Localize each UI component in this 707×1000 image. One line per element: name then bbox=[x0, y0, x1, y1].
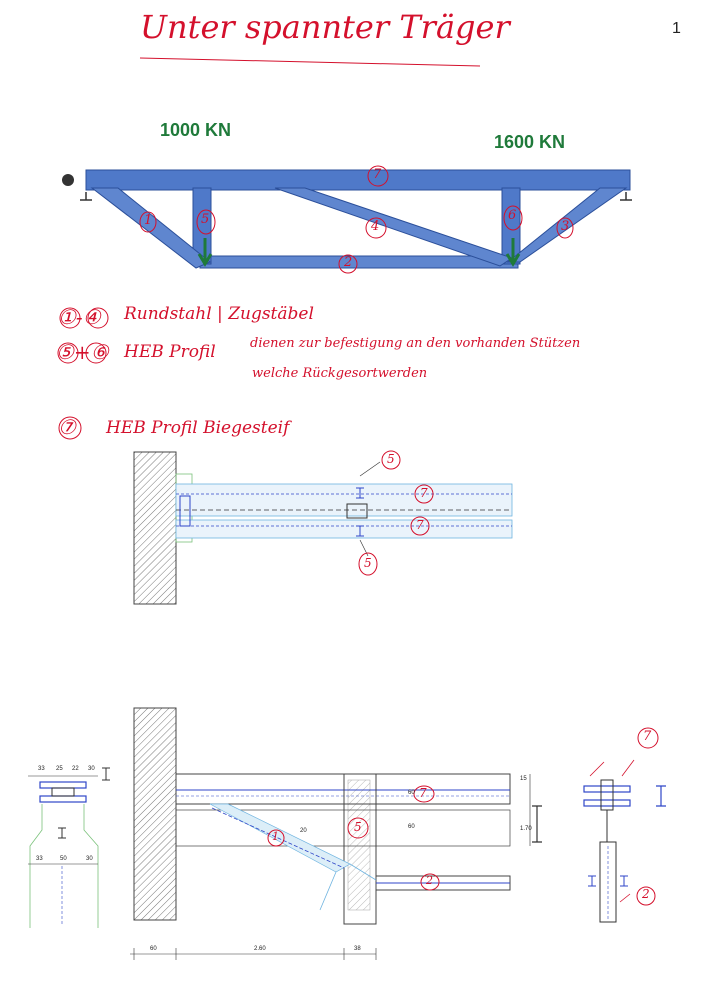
label-circle-1 bbox=[139, 211, 157, 233]
note-2-label: ⑤+⑥ bbox=[56, 340, 109, 364]
member-label-6: 6 bbox=[508, 208, 517, 223]
dim-member-2: 20 bbox=[300, 828, 307, 834]
note-bullet-7 bbox=[58, 416, 82, 440]
plan-callout-5-bottom: 5 bbox=[364, 556, 372, 570]
section-callout-5: 5 bbox=[354, 820, 362, 834]
dim-bottom-2: 2.60 bbox=[254, 946, 266, 952]
member-7-beam bbox=[85, 169, 631, 191]
member-4-diagonal bbox=[274, 187, 514, 267]
note-3-text: HEB Profil Biegesteif bbox=[106, 418, 290, 438]
note-1-label: ①-④ bbox=[58, 305, 101, 329]
dim-vertical-2: 1.70 bbox=[520, 826, 532, 832]
dim-left-top-3: 22 bbox=[72, 766, 79, 772]
wall-hatched-2 bbox=[133, 707, 177, 921]
note-bullet-6 bbox=[85, 342, 107, 364]
dim-left-top-2: 25 bbox=[56, 766, 63, 772]
wall-hatched bbox=[133, 451, 177, 605]
load-label-left: 1000 KN bbox=[160, 120, 232, 140]
dim-bottom-3: 38 bbox=[354, 946, 361, 952]
section-callout-7: 7 bbox=[419, 786, 427, 800]
note-bullet-1 bbox=[59, 307, 81, 329]
member-label-4: 4 bbox=[371, 219, 380, 234]
note-2-extra-2: welche Rückgesortwerden bbox=[252, 366, 428, 381]
member-label-7: 7 bbox=[373, 167, 382, 182]
load-arrow-left bbox=[197, 238, 213, 267]
right-support bbox=[620, 192, 632, 201]
member-1-diagonal bbox=[90, 187, 211, 269]
right-detail-drawing bbox=[583, 727, 666, 923]
section-callout-1: 1 bbox=[272, 830, 279, 843]
left-detail-drawing bbox=[28, 767, 110, 928]
member-label-2: 2 bbox=[344, 255, 353, 270]
plan-callout-7-top: 7 bbox=[420, 486, 428, 500]
load-label-right: 1600 KN bbox=[494, 132, 566, 152]
label-circle-2 bbox=[338, 254, 358, 274]
member-label-1: 1 bbox=[144, 213, 153, 228]
dim-left-top-4: 30 bbox=[88, 766, 95, 772]
plan-callout-5-top: 5 bbox=[387, 452, 395, 466]
plan-view-drawing bbox=[133, 450, 513, 605]
member-label-3: 3 bbox=[561, 219, 570, 234]
label-circle-3 bbox=[556, 217, 574, 239]
truss-diagram bbox=[62, 165, 632, 274]
dim-bottom-1: 60 bbox=[150, 946, 157, 952]
page-number: 1 bbox=[672, 20, 681, 37]
left-pin-support bbox=[62, 174, 74, 186]
left-support bbox=[80, 192, 92, 201]
member-label-5: 5 bbox=[201, 212, 210, 227]
member-2-chord bbox=[199, 255, 519, 269]
load-arrow-right bbox=[505, 238, 521, 267]
label-circle-6 bbox=[503, 205, 523, 231]
page-title: Unter spannter Träger bbox=[140, 8, 510, 46]
dim-vertical-1: 15 bbox=[520, 776, 527, 782]
section-view-drawing bbox=[130, 707, 542, 960]
label-circle-7 bbox=[367, 165, 389, 187]
right-callout-2: 2 bbox=[642, 887, 650, 901]
right-callout-7: 7 bbox=[643, 729, 652, 744]
dim-left-bottom-3: 30 bbox=[86, 856, 93, 862]
dim-left-bottom-2: 50 bbox=[60, 856, 67, 862]
note-bullet-5 bbox=[57, 342, 79, 364]
member-3-diagonal bbox=[506, 187, 628, 263]
plan-callout-7-bottom: 7 bbox=[416, 518, 424, 532]
title-underline bbox=[139, 57, 481, 67]
dim-left-top-1: 33 bbox=[38, 766, 45, 772]
note-bullet-4 bbox=[87, 307, 109, 329]
dim-member-3: 60 bbox=[408, 824, 415, 830]
member-6-post bbox=[501, 187, 521, 265]
note-2-extra-1: dienen zur befestigung an den vorhanden … bbox=[250, 336, 581, 351]
label-circle-4 bbox=[365, 217, 387, 239]
note-3-label: ⑦ bbox=[58, 415, 76, 439]
note-2-text: HEB Profil bbox=[124, 342, 216, 362]
dim-member-1: 60 bbox=[408, 790, 415, 796]
section-callout-2: 2 bbox=[426, 874, 433, 887]
note-1-text: Rundstahl | Zugstäbel bbox=[124, 304, 314, 324]
dim-left-bottom-1: 33 bbox=[36, 856, 43, 862]
label-circle-5 bbox=[196, 209, 216, 235]
